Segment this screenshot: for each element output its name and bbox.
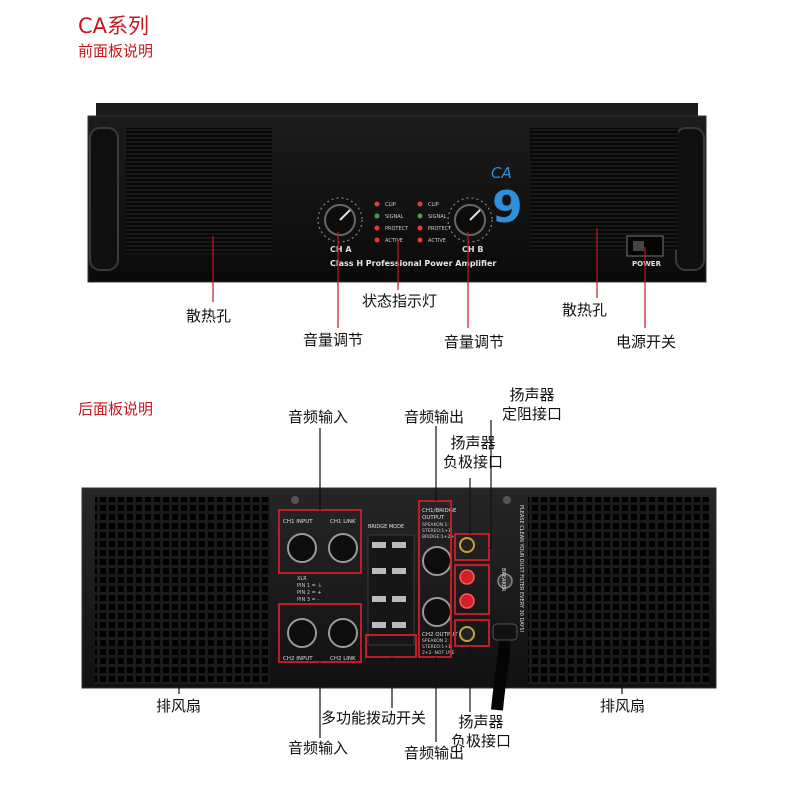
volume-right-label: 音量调节 [444, 333, 505, 351]
bridge-mode-label: BRIDGE MODE [368, 524, 404, 530]
led-active-b [417, 237, 423, 243]
led-clip-b [417, 201, 423, 207]
dip-switch[interactable] [372, 596, 386, 602]
breaker-button[interactable] [497, 573, 513, 589]
front-vent-right-label: 散热孔 [562, 301, 608, 319]
audio-output-bottom-label: 音频输出 [404, 744, 465, 762]
brand-logo-ca: CA [491, 164, 512, 182]
ch-a-label: CH A [330, 245, 352, 254]
ch1-output-label: SPEAKON 1: [422, 522, 449, 528]
volume-knob-b-pointer [469, 209, 481, 221]
led-label: CLIP [428, 202, 439, 208]
front-vent-left-label: 散热孔 [186, 307, 232, 325]
ch2-output-label: CH2 OUTPUT [422, 632, 458, 638]
led-label: CLIP [385, 202, 396, 208]
led-signal-b [417, 213, 423, 219]
ch2-input-label: CH2 INPUT [283, 656, 313, 662]
ch1-link-xlr[interactable] [328, 533, 358, 563]
speaker-fixed-label: 扬声器 定阻接口 [502, 386, 563, 423]
led-label: ACTIVE [385, 238, 403, 244]
ch1-output-label: OUTPUT [422, 515, 445, 521]
rear-leader-lines [178, 420, 623, 742]
status-indicator-label: 状态指示灯 [362, 292, 438, 310]
ch1-input-label: CH1 INPUT [283, 519, 313, 525]
power-switch-label: 电源开关 [616, 333, 677, 351]
power-switch-rocker [633, 241, 644, 251]
dip-switch-panel[interactable] [367, 534, 415, 646]
pin-label: PIN 2 = + [297, 590, 322, 596]
rear-screw [503, 496, 511, 504]
ch2-output-label: STEREO:1+1- [422, 644, 453, 650]
dip-switch-label: 多功能拨动开关 [321, 709, 427, 727]
ch2-link-label: CH2 LINK [330, 656, 356, 662]
led-label: SIGNAL [428, 214, 447, 220]
rear-fan-grille-left [95, 497, 270, 684]
model-text: Class H Professional Power Amplifier [330, 259, 496, 268]
led-label: ACTIVE [428, 238, 446, 244]
binding-post-red[interactable] [459, 569, 475, 585]
dip-switch[interactable] [372, 568, 386, 574]
ch2-input-xlr[interactable] [287, 618, 317, 648]
led-active-a [374, 237, 380, 243]
binding-post-black[interactable] [459, 626, 475, 642]
led-signal-a [374, 213, 380, 219]
ch2-link-xlr[interactable] [328, 618, 358, 648]
rear-panel: CH1 INPUT CH1 LINK CH2 INPUT CH2 LINK XL… [81, 487, 717, 711]
dip-switch[interactable] [392, 596, 406, 602]
series-title: CA系列 [78, 14, 150, 38]
speaker-load-bottom-label: 扬声器 负极接口 [451, 713, 512, 750]
led-protect-a [374, 225, 380, 231]
front-panel: CH A CH B CLIP SIGNAL PROTECT ACTIVE CLI… [87, 103, 707, 283]
ch1-output-label: CH1/BRIDGE [422, 508, 457, 514]
audio-input-bottom-label: 音频输入 [288, 739, 349, 757]
rear-screw [291, 496, 299, 504]
dip-switch[interactable] [392, 542, 406, 548]
speaker-load-top-label: 扬声器 负极接口 [443, 434, 504, 471]
ch2-output-label: SPEAKON 2: [422, 638, 449, 644]
dip-switch[interactable] [392, 568, 406, 574]
fan-right-label: 排风扇 [600, 697, 646, 715]
ch1-link-label: CH1 LINK [330, 519, 356, 525]
audio-output-top-label: 音频输出 [404, 408, 465, 426]
led-clip-a [374, 201, 380, 207]
volume-knob-a-pointer [339, 209, 351, 221]
led-protect-b [417, 225, 423, 231]
binding-post-black[interactable] [459, 537, 475, 553]
front-leader-lines [212, 228, 646, 328]
front-panel-heading: 前面板说明 [78, 42, 154, 60]
led-label: SIGNAL [385, 214, 404, 220]
led-label: PROTECT [385, 226, 409, 232]
ch1-input-xlr[interactable] [287, 533, 317, 563]
binding-post-red[interactable] [459, 593, 475, 609]
ch1-output-label: STEREO:1+1- [422, 528, 453, 534]
breaker-label: BREAKER [500, 568, 506, 592]
brand-logo-number: 9 [492, 182, 523, 233]
dip-switch[interactable] [392, 622, 406, 628]
pin-label: PIN 1 = ⏚ [297, 582, 322, 589]
ch1-output-label: BRIDGE:1+2+ [422, 534, 454, 540]
front-vent-left [126, 128, 272, 254]
xlr-label: XLR [297, 576, 307, 582]
pin-label: PIN 3 = - [297, 597, 319, 603]
dip-switch[interactable] [372, 622, 386, 628]
fan-left-label: 排风扇 [156, 697, 202, 715]
led-label: PROTECT [428, 226, 452, 232]
ch-b-label: CH B [462, 245, 483, 254]
power-label: POWER [632, 260, 662, 268]
ch2-output-label: 2+2- NOT USE [422, 650, 455, 656]
front-handle-left [89, 127, 119, 271]
front-handle-right [675, 127, 705, 271]
power-cord-plug [492, 623, 518, 641]
dust-warning-label: PLEASE CLEAN YOUR DUST FILTER EVERY 30 D… [518, 505, 524, 633]
audio-input-top-label: 音频输入 [288, 408, 349, 426]
ch2-speakon-output[interactable] [422, 597, 452, 627]
volume-left-label: 音量调节 [303, 331, 364, 349]
ch1-speakon-output[interactable] [422, 546, 452, 576]
front-vent-right [530, 128, 678, 250]
rear-panel-heading: 后面板说明 [78, 400, 154, 418]
rear-fan-grille-right [528, 497, 709, 684]
dip-switch[interactable] [372, 542, 386, 548]
